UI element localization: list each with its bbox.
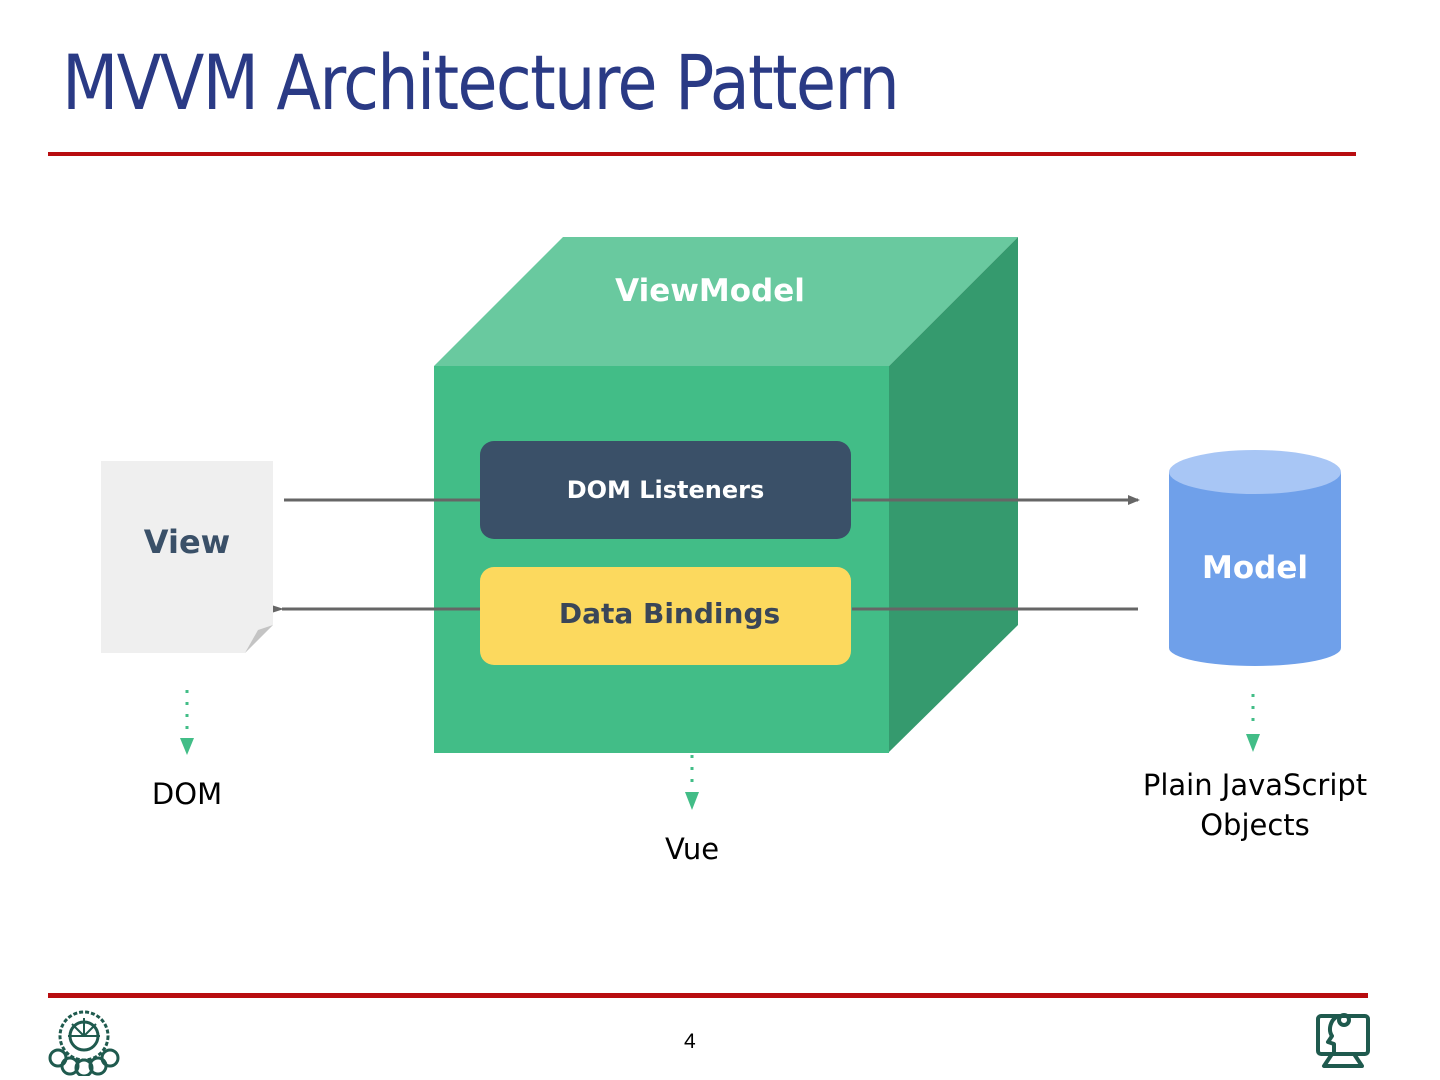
viewmodel-cube-front bbox=[434, 366, 889, 753]
model-caption-line2: Objects bbox=[1200, 808, 1310, 842]
data-bindings-label: Data Bindings bbox=[558, 597, 781, 630]
viewmodel-caption: Vue bbox=[664, 832, 720, 866]
view-down-arrow bbox=[180, 690, 194, 755]
data-bindings-box bbox=[480, 567, 851, 665]
viewmodel-cube-top bbox=[434, 237, 1018, 366]
viewmodel-label: ViewModel bbox=[615, 273, 805, 309]
view-caption: DOM bbox=[151, 777, 223, 811]
dom-listeners-box bbox=[480, 441, 851, 539]
dom-listeners-label: DOM Listeners bbox=[566, 476, 765, 504]
model-cylinder-body bbox=[1169, 472, 1341, 666]
viewmodel-cube-side bbox=[889, 237, 1018, 752]
viewmodel-down-arrow bbox=[685, 755, 699, 810]
model-cylinder-top bbox=[1169, 450, 1341, 494]
footer-divider bbox=[48, 993, 1368, 998]
title-divider bbox=[48, 152, 1356, 156]
page-number: 4 bbox=[684, 1030, 696, 1053]
model-down-arrow bbox=[1246, 694, 1260, 752]
view-document bbox=[101, 461, 273, 653]
view-label: View bbox=[143, 523, 231, 561]
slide-title: MVVM Architecture Pattern bbox=[62, 38, 900, 127]
university-emblem-icon bbox=[48, 1010, 120, 1076]
view-document-fold bbox=[245, 625, 273, 653]
model-caption-line1: Plain JavaScript bbox=[1142, 768, 1368, 802]
computer-head-icon bbox=[1316, 1013, 1370, 1068]
model-label: Model bbox=[1202, 550, 1308, 586]
